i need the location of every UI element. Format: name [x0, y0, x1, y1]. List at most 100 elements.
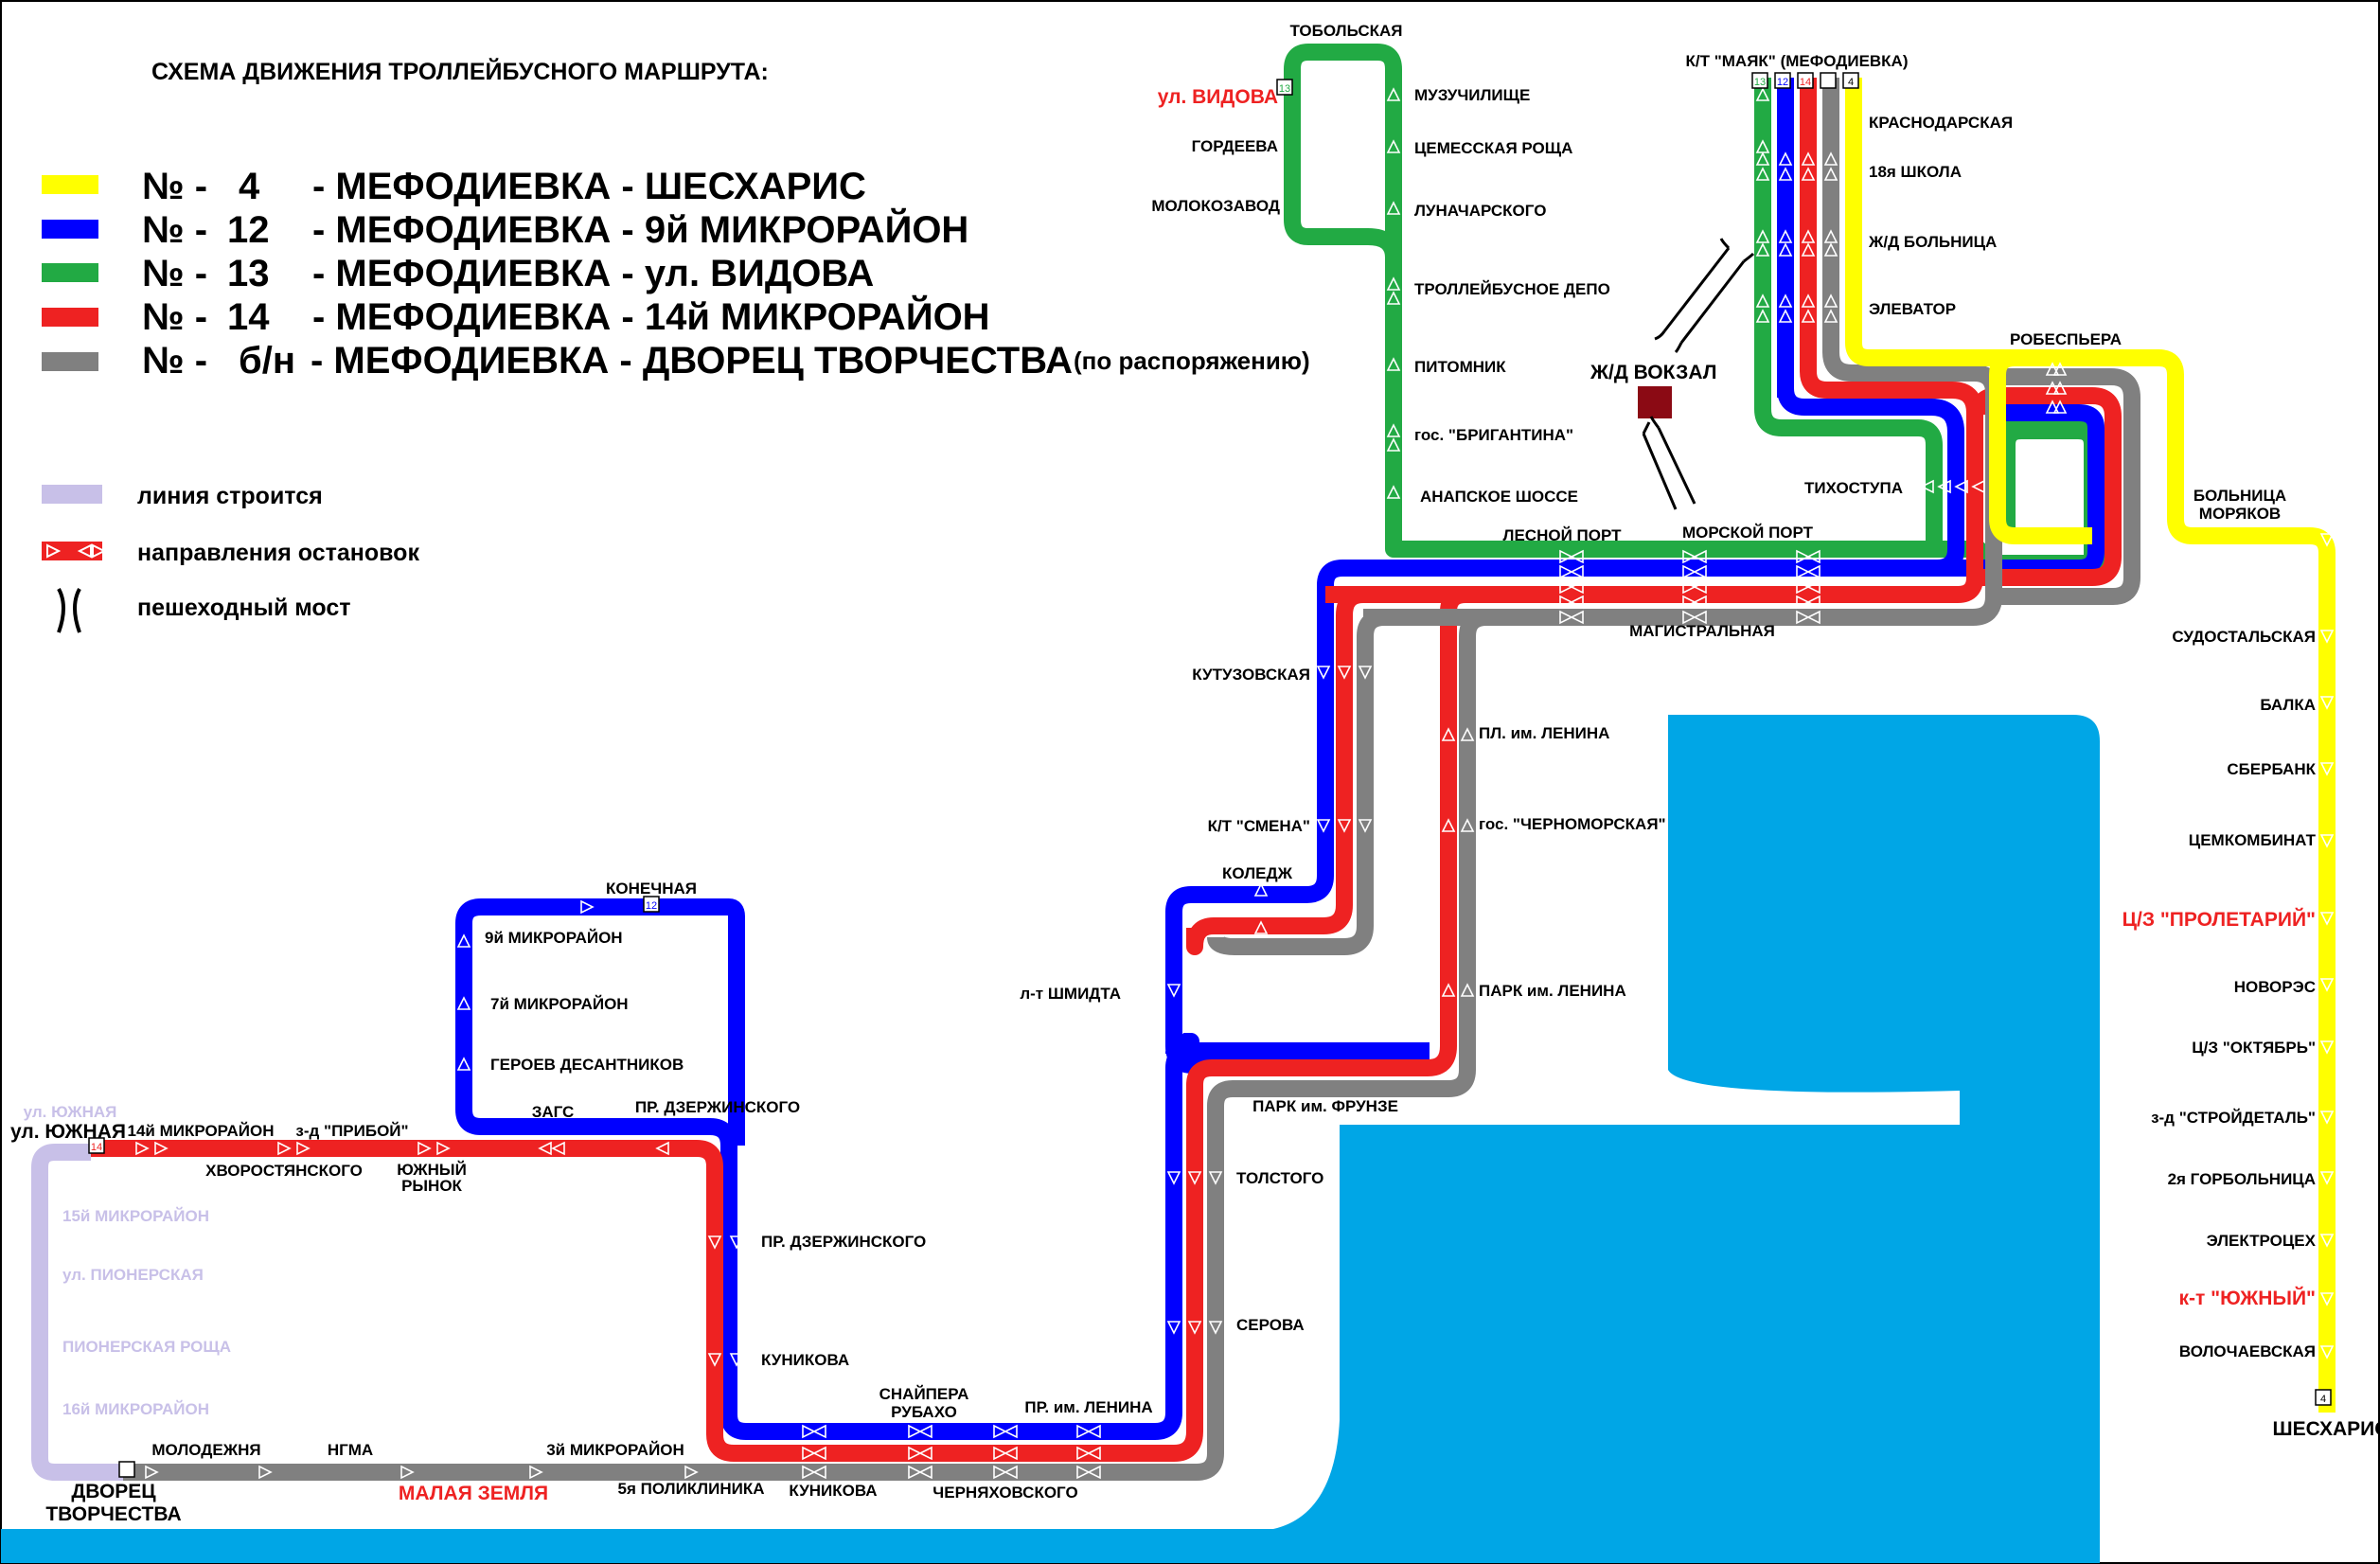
direction-marker	[1806, 579, 1821, 595]
direction-marker	[1208, 1321, 1223, 1335]
direction-marker	[1778, 309, 1793, 323]
direction-marker	[2045, 362, 2060, 376]
direction-marker	[1441, 818, 1456, 832]
direction-marker	[1682, 595, 1696, 610]
legend-swatch-routebn	[42, 352, 98, 371]
direction-marker	[802, 1424, 816, 1439]
svg-text:14: 14	[1800, 77, 1811, 88]
stop-label: ПАРК им. ФРУНЗЕ	[1252, 1097, 1398, 1115]
direction-marker	[1778, 229, 1793, 243]
direction-marker	[1386, 139, 1401, 153]
stop-label: к-т "ЮЖНЫЙ"	[2179, 1287, 2316, 1309]
bridge-icon	[1662, 247, 1746, 344]
direction-marker	[1460, 818, 1475, 832]
stop-label: МОЛОДЕЖНЯ	[151, 1441, 260, 1459]
direction-marker	[1166, 1321, 1181, 1335]
stop-label: ЧЕРНЯХОВСКОГО	[932, 1484, 1077, 1502]
direction-marker	[1076, 1424, 1091, 1439]
stop-label: ЗАГС	[532, 1103, 575, 1121]
route-bn-branch	[1207, 609, 1486, 955]
direction-marker	[2319, 912, 2335, 926]
direction-marker	[1693, 549, 1707, 564]
legend-route-bn: № -б/н- МЕФОДИЕВКА - ДВОРЕЦ ТВОРЧЕСТВА	[142, 340, 1073, 382]
stop-label: НОВОРЭС	[2234, 978, 2316, 996]
stop-label: ул. ПИОНЕРСКАЯ	[62, 1266, 204, 1284]
direction-marker	[1420, 727, 1435, 741]
legend-route-13: № -13- МЕФОДИЕВКА - ул. ВИДОВА	[142, 253, 874, 294]
stop-label: МОРЯКОВ	[2199, 505, 2281, 523]
direction-marker	[812, 1446, 826, 1461]
direction-marker	[1682, 579, 1696, 595]
direction-marker	[1806, 610, 1821, 625]
stop-label: КУТУЗОВСКАЯ	[1192, 666, 1310, 684]
route-badge: 14	[88, 1137, 105, 1154]
legend-swatch-route13	[42, 263, 98, 282]
direction-marker	[1801, 229, 1816, 243]
direction-marker	[1755, 309, 1770, 323]
direction-marker	[2319, 1040, 2335, 1055]
direction-marker	[1920, 479, 1934, 494]
direction-marker	[456, 933, 471, 948]
svg-text:13: 13	[1754, 77, 1766, 88]
direction-marker	[1570, 610, 1584, 625]
direction-marker	[1087, 1424, 1101, 1439]
direction-marker	[400, 1465, 415, 1480]
direction-marker	[1559, 579, 1573, 595]
stop-label: ПИТОМНИК	[1414, 358, 1506, 376]
direction-marker	[1693, 564, 1707, 579]
stop-label: 14й МИКРОРАЙОН	[127, 1122, 274, 1140]
direction-marker	[2045, 381, 2060, 395]
direction-marker	[1823, 242, 1838, 257]
direction-marker	[655, 1141, 669, 1156]
bridge-icon	[1719, 238, 1755, 263]
stop-label: ВОЛОЧАЕВСКАЯ	[2179, 1342, 2316, 1360]
direction-marker	[1796, 610, 1810, 625]
direction-marker	[1386, 485, 1401, 499]
direction-marker	[1693, 579, 1707, 595]
direction-marker	[1796, 579, 1810, 595]
direction-marker	[1420, 983, 1435, 997]
route-12-main-down	[455, 898, 1430, 1440]
stop-label: ЭЛЕКТРОЦЕХ	[2207, 1232, 2317, 1250]
direction-marker	[993, 1424, 1007, 1439]
direction-marker	[1559, 595, 1573, 610]
legend-direction-arrow	[46, 543, 107, 559]
direction-marker	[812, 1465, 826, 1480]
stop-label: ПР. им. ЛЕНИНА	[1024, 1398, 1152, 1416]
stop-label: МАЛАЯ ЗЕМЛЯ	[399, 1483, 548, 1504]
stop-label: МОЛОКОЗАВОД	[1151, 197, 1280, 215]
stop-label: ГЕРОЕВ ДЕСАНТНИКОВ	[490, 1056, 684, 1074]
direction-marker	[1806, 595, 1821, 610]
direction-marker	[1337, 819, 1352, 833]
route-badge: 13	[1276, 79, 1293, 96]
direction-marker	[2319, 630, 2335, 644]
stop-label: ТОБОЛЬСКАЯ	[1289, 22, 1402, 40]
station-square	[1638, 386, 1672, 418]
direction-marker	[1778, 293, 1793, 308]
direction-marker	[1076, 1446, 1091, 1461]
direction-marker	[1004, 1446, 1018, 1461]
direction-marker	[908, 1446, 922, 1461]
stop-label: СНАЙПЕРА	[879, 1385, 969, 1403]
stop-label: 9й МИКРОРАЙОН	[485, 929, 623, 947]
direction-marker	[145, 1465, 159, 1480]
route-badge: 12	[643, 896, 660, 913]
direction-marker	[1570, 579, 1584, 595]
svg-text:4: 4	[2320, 1394, 2326, 1405]
stop-label: Ж/Д БОЛЬНИЦА	[1868, 233, 1997, 251]
stop-label: ул. ВИДОВА	[1158, 86, 1278, 108]
route-14-loop	[1970, 387, 2122, 586]
stop-label: л-т ШМИДТА	[1020, 985, 1121, 1003]
direction-marker	[1796, 549, 1810, 564]
stop-label: МУЗУЧИЛИЩЕ	[1414, 86, 1530, 104]
direction-marker	[1166, 1171, 1181, 1185]
stop-label: ТОЛСТОГО	[1236, 1169, 1323, 1187]
direction-marker	[1755, 151, 1770, 166]
legend-swatch-planned	[42, 485, 102, 504]
direction-marker	[707, 1353, 722, 1367]
direction-marker	[918, 1465, 932, 1480]
stop-label: ул. ЮЖНАЯ	[10, 1121, 126, 1143]
direction-marker	[1778, 151, 1793, 166]
legend-bridge-label: пешеходный мост	[137, 595, 351, 621]
route-12-upper	[1777, 388, 2105, 577]
